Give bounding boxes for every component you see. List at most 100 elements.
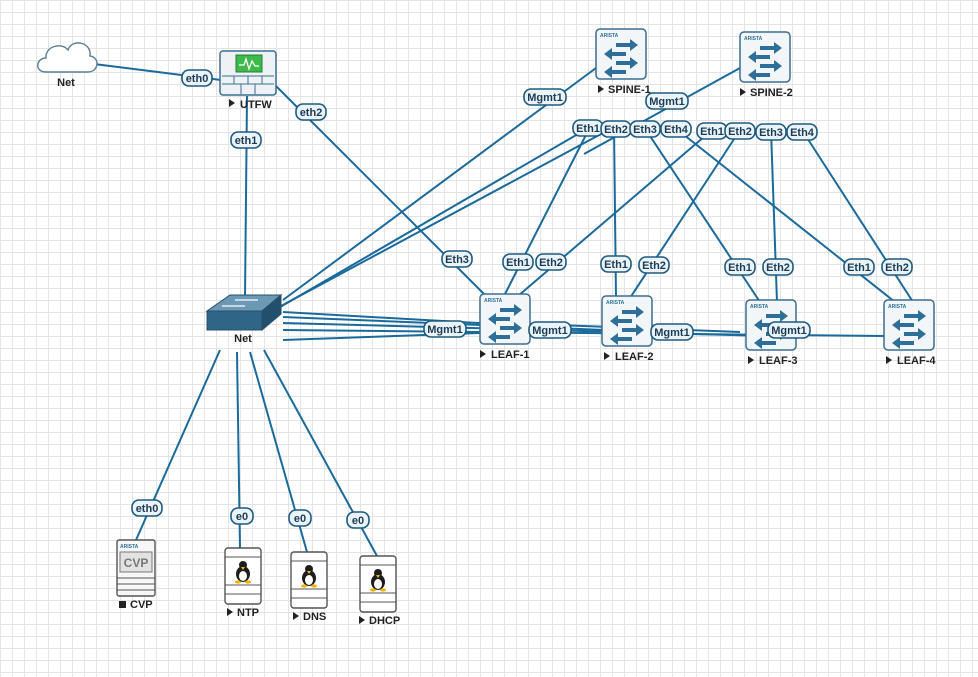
port-label-leaf4-eth2[interactable]: Eth2	[881, 258, 913, 276]
svg-text:Eth1: Eth1	[700, 126, 724, 138]
svg-text:Mgmt1: Mgmt1	[527, 92, 562, 104]
port-label-leaf1-mgmt[interactable]: Mgmt1	[423, 320, 467, 338]
leaf1-node[interactable]: ARISTA LEAF-1	[479, 293, 531, 361]
leaf3-label: LEAF-3	[759, 355, 798, 367]
run-state-icon	[293, 612, 299, 620]
svg-text:eth2: eth2	[300, 107, 323, 119]
port-label-leaf4-mgmt[interactable]: Mgmt1	[767, 321, 811, 339]
link-spine1-switch-mgmt[interactable]	[282, 67, 597, 301]
link-spine2-eth3-leaf3[interactable]	[770, 129, 778, 303]
leaf4-node[interactable]: ARISTA LEAF-4	[883, 299, 936, 367]
port-label-leaf3-eth1[interactable]: Eth1	[724, 258, 756, 276]
spine2-label: SPINE-2	[750, 87, 793, 99]
spine1-node[interactable]: ARISTA SPINE-1	[595, 28, 651, 96]
port-label-leaf2-eth1[interactable]: Eth1	[600, 255, 632, 273]
link-spine1-eth1-switch[interactable]	[274, 126, 591, 311]
svg-text:Mgmt1: Mgmt1	[654, 327, 689, 339]
port-label-spine1-eth1[interactable]: Eth1	[572, 119, 604, 137]
port-label-cvp-eth0[interactable]: eth0	[131, 499, 163, 517]
port-label-utfw-eth1[interactable]: eth1	[230, 131, 262, 149]
svg-text:e0: e0	[294, 513, 306, 525]
svg-text:Eth2: Eth2	[885, 262, 909, 274]
link-utfw-switch[interactable]	[244, 95, 248, 299]
port-label-spine2-eth3[interactable]: Eth3	[755, 123, 787, 141]
tux-icon	[301, 565, 317, 588]
port-label-spine1-eth4[interactable]: Eth4	[660, 120, 692, 138]
svg-text:Eth2: Eth2	[728, 126, 752, 138]
arrows-icon	[604, 39, 638, 78]
cvp-label: CVP	[130, 599, 153, 611]
run-state-icon	[740, 88, 746, 96]
cvp-badge-box	[119, 551, 153, 573]
port-label-leaf3-mgmt[interactable]: Mgmt1	[650, 323, 694, 341]
link-switch-leaf2-mgmt[interactable]	[282, 316, 656, 333]
port-label-leaf3-eth2[interactable]: Eth2	[762, 258, 794, 276]
run-state-icon	[604, 352, 610, 360]
port-label-spine1-eth2[interactable]: Eth2	[600, 120, 632, 138]
brand-logo: ARISTA	[750, 304, 769, 310]
stopped-state-icon	[119, 601, 126, 608]
port-label-spine2-eth2[interactable]: Eth2	[724, 122, 756, 140]
brand-logo: ARISTA	[120, 544, 139, 550]
svg-text:Eth2: Eth2	[766, 262, 790, 274]
pulse-icon	[239, 56, 259, 72]
link-spine2-leaf1-mgmt[interactable]	[583, 67, 741, 155]
port-label-leaf1-eth2[interactable]: Eth2	[535, 253, 567, 271]
svg-text:Mgmt1: Mgmt1	[427, 324, 462, 336]
link-spine2-eth4-leaf4[interactable]	[801, 129, 914, 303]
brand-logo: ARISTA	[606, 300, 625, 306]
dns-label: DNS	[303, 611, 326, 623]
ntp-node[interactable]: NTP	[224, 547, 262, 619]
brick-wall-icon	[222, 75, 274, 94]
run-state-icon	[748, 356, 754, 364]
port-label-dns-e0[interactable]: e0	[288, 509, 312, 527]
port-label-leaf1-eth3[interactable]: Eth3	[441, 250, 473, 268]
svg-text:Eth1: Eth1	[728, 262, 752, 274]
svg-text:Eth2: Eth2	[539, 257, 563, 269]
port-label-spine2-eth1[interactable]: Eth1	[696, 122, 728, 140]
dhcp-label: DHCP	[369, 615, 400, 627]
port-label-utfw-eth2[interactable]: eth2	[295, 103, 327, 121]
leaf2-node[interactable]: ARISTA LEAF-2	[601, 295, 654, 363]
leaf4-label: LEAF-4	[897, 355, 936, 367]
port-label-spine1-eth3[interactable]: Eth3	[629, 120, 661, 138]
svg-text:e0: e0	[236, 511, 248, 523]
svg-text:Eth2: Eth2	[642, 260, 666, 272]
port-label-spine2-mgmt[interactable]: Mgmt1	[645, 92, 689, 110]
port-label-leaf2-eth2[interactable]: Eth2	[638, 256, 670, 274]
arrows-icon	[892, 310, 926, 349]
net-switch-node[interactable]: Net	[205, 293, 283, 345]
svg-text:Eth4: Eth4	[664, 124, 689, 136]
svg-text:Eth3: Eth3	[633, 124, 657, 136]
port-label-dhcp-e0[interactable]: e0	[346, 511, 370, 529]
svg-text:Eth3: Eth3	[445, 254, 469, 266]
port-label-leaf2-mgmt[interactable]: Mgmt1	[528, 321, 572, 339]
brand-logo: ARISTA	[744, 36, 763, 42]
port-label-utfw-eth0[interactable]: eth0	[181, 69, 213, 87]
port-label-leaf4-eth1[interactable]: Eth1	[843, 258, 875, 276]
port-label-spine2-eth4[interactable]: Eth4	[786, 123, 818, 141]
svg-text:Eth3: Eth3	[759, 127, 783, 139]
brand-logo: ARISTA	[600, 33, 619, 39]
port-label-ntp-e0[interactable]: e0	[230, 507, 254, 525]
utfw-node[interactable]: UTFW	[219, 50, 277, 111]
svg-text:Eth1: Eth1	[506, 257, 530, 269]
link-spine1-eth2-switch[interactable]	[280, 126, 615, 307]
net-switch-label: Net	[234, 333, 252, 345]
svg-text:e0: e0	[352, 515, 364, 527]
firewall-screen	[235, 54, 263, 73]
spine2-node[interactable]: ARISTA SPINE-2	[739, 31, 793, 99]
svg-text:Eth1: Eth1	[576, 123, 600, 135]
port-label-leaf1-eth1[interactable]: Eth1	[502, 253, 534, 271]
port-label-spine1-mgmt[interactable]: Mgmt1	[523, 88, 567, 106]
svg-text:Eth1: Eth1	[604, 259, 628, 271]
net-cloud-node[interactable]: Net	[37, 42, 98, 89]
brand-logo: ARISTA	[888, 304, 907, 310]
dns-node[interactable]: DNS	[290, 551, 328, 623]
dhcp-node[interactable]: DHCP	[359, 555, 400, 627]
arrows-icon	[488, 304, 522, 343]
cvp-node[interactable]: ARISTA CVP CVP	[116, 539, 156, 611]
cloud-icon	[37, 42, 98, 73]
svg-text:Eth2: Eth2	[604, 124, 628, 136]
